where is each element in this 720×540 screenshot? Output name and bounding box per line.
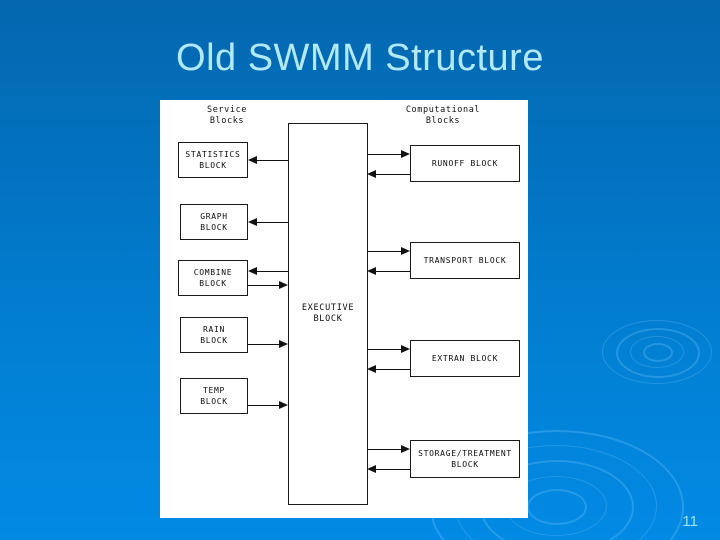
ripple-ring-icon — [616, 328, 700, 378]
connector-executive-statistics — [257, 160, 288, 161]
connector-executive-runoff-out — [368, 154, 402, 155]
connector-extran-executive-in — [376, 369, 410, 370]
ripple-ring-icon — [630, 336, 684, 368]
connector-executive-transport-out — [368, 251, 402, 252]
combine-block[interactable]: COMBINE BLOCK — [178, 260, 248, 296]
transport-block[interactable]: TRANSPORT BLOCK — [410, 242, 520, 279]
arrowhead-right-icon — [401, 444, 410, 453]
arrowhead-left-icon — [367, 364, 376, 373]
arrowhead-right-icon — [279, 280, 288, 289]
slide-title: Old SWMM Structure — [176, 37, 544, 79]
arrowhead-left-icon — [248, 217, 257, 226]
connector-executive-storage-out — [368, 449, 402, 450]
storage-treatment-block[interactable]: STORAGE/TREATMENT BLOCK — [410, 440, 520, 478]
connector-combine-executive-out — [248, 285, 280, 286]
arrowhead-right-icon — [401, 246, 410, 255]
arrowhead-left-icon — [248, 155, 257, 164]
page-number: 11 — [682, 513, 698, 530]
arrowhead-left-icon — [367, 266, 376, 275]
ripple-group-small — [602, 320, 712, 384]
arrowhead-left-icon — [248, 266, 257, 275]
statistics-block[interactable]: STATISTICS BLOCK — [178, 142, 248, 178]
arrowhead-right-icon — [401, 344, 410, 353]
arrowhead-right-icon — [279, 400, 288, 409]
connector-storage-executive-in — [376, 469, 410, 470]
diagram-panel: Service Blocks Computational Blocks EXEC… — [160, 100, 528, 518]
temp-block[interactable]: TEMP BLOCK — [180, 378, 248, 414]
executive-block[interactable]: EXECUTIVE BLOCK — [288, 123, 368, 505]
arrowhead-right-icon — [279, 339, 288, 348]
ripple-ring-icon — [602, 320, 712, 384]
computational-blocks-header: Computational Blocks — [405, 105, 481, 126]
connector-transport-executive-in — [376, 271, 410, 272]
arrowhead-left-icon — [367, 169, 376, 178]
connector-executive-combine-in — [257, 271, 288, 272]
service-blocks-header: Service Blocks — [206, 105, 248, 126]
rain-block[interactable]: RAIN BLOCK — [180, 317, 248, 353]
connector-executive-graph — [257, 222, 288, 223]
ripple-ring-icon — [643, 343, 673, 362]
connector-runoff-executive-in — [376, 174, 410, 175]
runoff-block[interactable]: RUNOFF BLOCK — [410, 145, 520, 182]
graph-block[interactable]: GRAPH BLOCK — [180, 204, 248, 240]
connector-executive-extran-out — [368, 349, 402, 350]
connector-temp-executive — [248, 405, 280, 406]
connector-rain-executive — [248, 344, 280, 345]
arrowhead-left-icon — [367, 464, 376, 473]
ripple-ring-icon — [527, 489, 587, 525]
arrowhead-right-icon — [401, 149, 410, 158]
extran-block[interactable]: EXTRAN BLOCK — [410, 340, 520, 377]
